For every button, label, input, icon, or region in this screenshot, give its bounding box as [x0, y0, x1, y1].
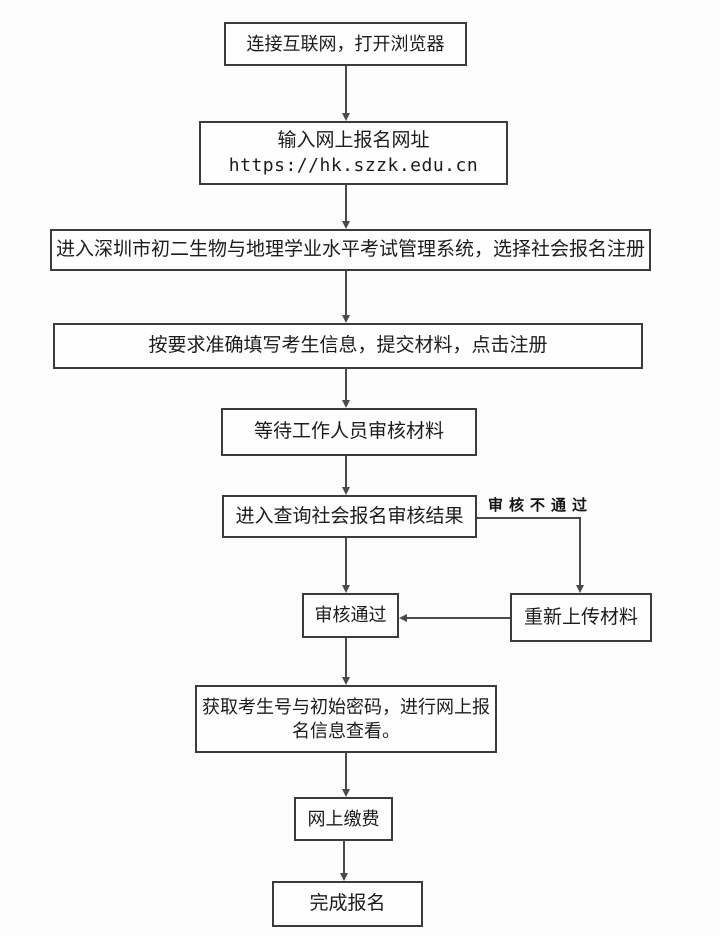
- arrow-query-to-pass: [341, 538, 350, 593]
- flow-node-enter-url: 输入网上报名网址 https://hk.szzk.edu.cn: [199, 121, 508, 185]
- arrow-pass-to-getid: [341, 638, 350, 685]
- flow-node-fill-info: 按要求准确填写考生信息，提交材料，点击注册: [53, 323, 643, 369]
- flow-node-wait-review: 等待工作人员审核材料: [221, 408, 477, 456]
- arrow-pay-to-complete: [339, 841, 348, 881]
- flow-node-enter-system-label: 进入深圳市初二生物与地理学业水平考试管理系统，选择社会报名注册: [55, 239, 645, 261]
- flow-node-complete: 完成报名: [272, 881, 423, 927]
- flow-node-review-pass-label: 审核通过: [314, 605, 387, 626]
- arrow-wait-to-query: [341, 456, 350, 495]
- flow-node-complete-label: 完成报名: [309, 893, 386, 915]
- flow-node-wait-review-label: 等待工作人员审核材料: [253, 421, 444, 443]
- flow-node-query-result-label: 进入查询社会报名审核结果: [235, 505, 464, 527]
- arrow-fill-to-wait: [341, 369, 350, 408]
- flow-node-pay-online-label: 网上缴费: [307, 808, 380, 829]
- flow-node-enter-url-title: 输入网上报名网址: [277, 130, 430, 152]
- arrow-getid-to-pay: [341, 753, 350, 797]
- arrow-url-to-system: [341, 185, 350, 229]
- flow-node-reupload: 重新上传材料: [510, 593, 652, 642]
- flow-node-reupload-label: 重新上传材料: [523, 606, 638, 628]
- arrow-system-to-fill: [341, 271, 350, 323]
- flow-node-review-pass: 审核通过: [302, 593, 399, 638]
- flow-node-pay-online: 网上缴费: [294, 797, 393, 841]
- flow-node-connect-internet: 连接互联网，打开浏览器: [224, 22, 467, 66]
- arrow-connect-to-url: [341, 66, 350, 121]
- flow-node-enter-system: 进入深圳市初二生物与地理学业水平考试管理系统，选择社会报名注册: [50, 229, 651, 271]
- flow-node-get-id: 获取考生号与初始密码，进行网上报名信息查看。: [195, 685, 497, 753]
- arrow-fail-to-reupload: [575, 517, 584, 593]
- flow-node-fill-info-label: 按要求准确填写考生信息，提交材料，点击注册: [148, 335, 548, 357]
- edge-label-review-fail: 审核不通过: [488, 497, 594, 514]
- flow-node-enter-url-address: https://hk.szzk.edu.cn: [228, 154, 479, 176]
- flow-node-get-id-label: 获取考生号与初始密码，进行网上报名信息查看。: [202, 696, 490, 741]
- arrow-reupload-to-pass: [399, 613, 510, 622]
- flow-node-connect-internet-label: 连接互联网，打开浏览器: [246, 33, 445, 54]
- edge-review-fail-horizontal: [477, 517, 581, 519]
- flow-node-query-result: 进入查询社会报名审核结果: [222, 495, 477, 538]
